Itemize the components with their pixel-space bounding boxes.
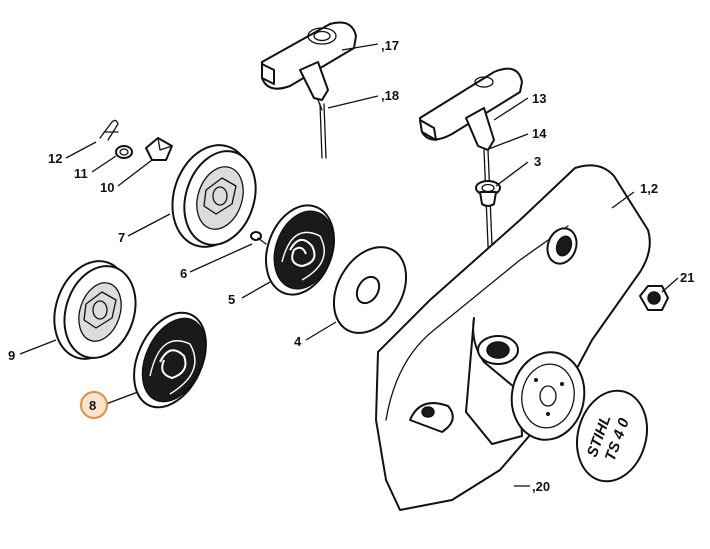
label-8[interactable]: 8 (89, 398, 96, 413)
rope-guide-bush-3 (475, 180, 501, 207)
label-20[interactable]: ,20 (532, 479, 550, 494)
label-14[interactable]: 14 (532, 126, 547, 141)
label-12[interactable]: 12 (48, 151, 62, 166)
rewind-spring-8 (133, 311, 207, 409)
rope-rotor-7 (171, 144, 257, 248)
washer-11 (115, 145, 133, 159)
rewind-spring-5 (265, 204, 335, 296)
screw-6 (250, 231, 267, 245)
label-4[interactable]: 4 (294, 334, 302, 349)
pawl-10 (145, 137, 173, 161)
highlight-ring-8[interactable] (80, 391, 108, 419)
nut-21 (639, 285, 669, 311)
label-3[interactable]: 3 (534, 154, 541, 169)
label-7[interactable]: 7 (118, 230, 125, 245)
spring-clip-12 (99, 119, 119, 141)
logo-plate-20: STIHL TS 4 0 (576, 389, 648, 483)
fan-housing-1-2 (375, 164, 651, 511)
label-5[interactable]: 5 (228, 292, 235, 307)
label-21[interactable]: 21 (680, 270, 694, 285)
label-10[interactable]: 10 (100, 180, 114, 195)
label-13[interactable]: 13 (532, 91, 546, 106)
starter-grip-17 (261, 21, 357, 111)
starter-rope-18 (319, 103, 327, 159)
starter-grip-13 (419, 67, 523, 151)
label-6[interactable]: 6 (180, 266, 187, 281)
label-17[interactable]: ,17 (381, 38, 399, 53)
label-1-2[interactable]: 1,2 (640, 181, 658, 196)
rope-rotor-9 (53, 260, 137, 360)
washer-4 (332, 246, 408, 334)
label-9[interactable]: 9 (8, 348, 15, 363)
leader-lines (19, 43, 679, 487)
label-11[interactable]: 11 (74, 166, 88, 181)
part-labels: ,17 ,18 13 14 3 12 11 10 7 1,2 6 21 5 4 … (8, 38, 694, 494)
label-18[interactable]: ,18 (381, 88, 399, 103)
